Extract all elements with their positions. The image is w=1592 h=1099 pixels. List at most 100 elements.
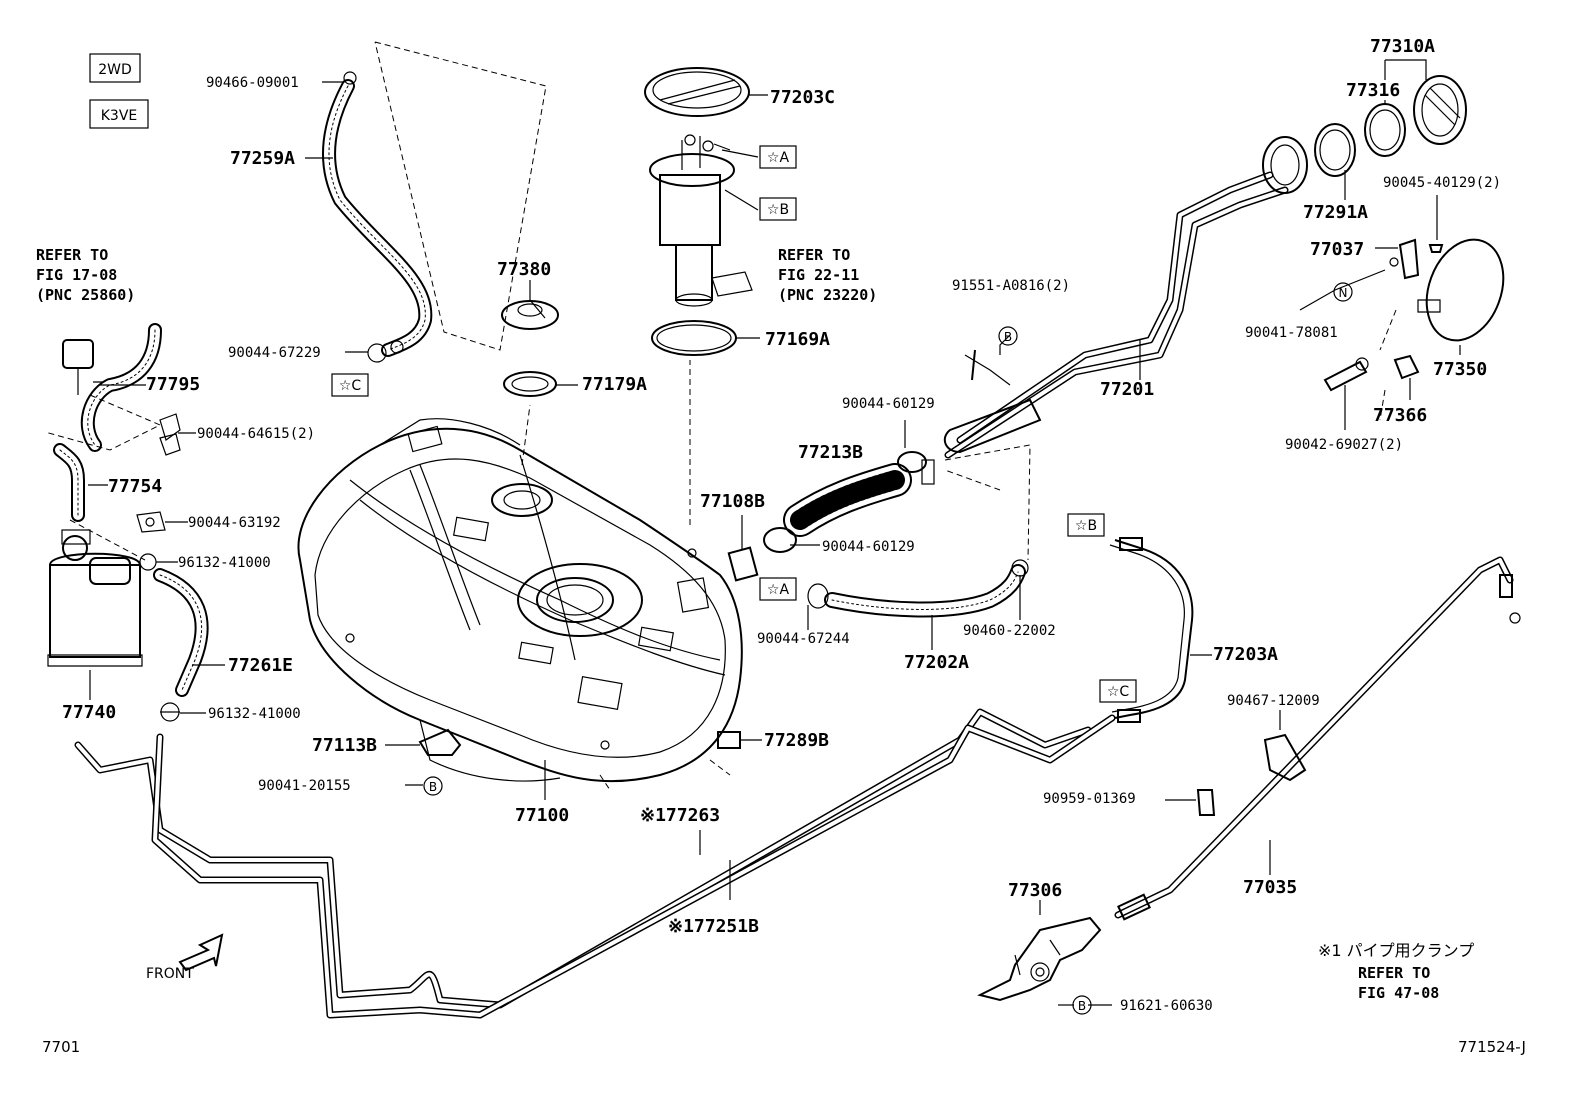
label-90045-40129: 90045-40129(2)	[1383, 175, 1501, 191]
filler-hose[interactable]	[783, 463, 912, 537]
svg-text:N: N	[1339, 286, 1348, 300]
clamp-96132-b[interactable]	[160, 702, 180, 722]
label-77251B: ※177251B	[668, 916, 759, 937]
label-77740: 77740	[62, 702, 116, 723]
label-90467-12009: 90467-12009	[1227, 693, 1320, 709]
front-arrow-icon	[178, 933, 224, 972]
vent-hose-77754[interactable]	[53, 443, 85, 522]
marker-n: N	[1333, 282, 1353, 302]
label-77366: 77366	[1373, 405, 1427, 426]
svg-text:☆B: ☆B	[767, 202, 789, 218]
label-77316: 77316	[1346, 80, 1400, 101]
tag-c-vapor: ☆C	[1099, 679, 1137, 703]
label-77291A: 77291A	[1303, 202, 1368, 223]
label-77203A: 77203A	[1213, 644, 1278, 665]
label-77179A: 77179A	[582, 374, 647, 395]
charcoal-canister[interactable]	[47, 529, 143, 667]
filler-pipe[interactable]	[943, 136, 1308, 459]
vent-dash-outline	[44, 394, 162, 451]
lid-opener-lever[interactable]	[977, 916, 1102, 1002]
cable-clamp-90467[interactable]	[1263, 733, 1307, 782]
fuel-pump-assembly[interactable]	[649, 134, 753, 307]
tank-cap-gasket[interactable]	[503, 371, 557, 397]
tank-strap-clamp-77113B[interactable]	[418, 728, 462, 756]
clamp-96132-a[interactable]	[139, 553, 157, 571]
part-labels: 77310A 77316 77291A 90045-40129(2) 77037…	[62, 36, 1501, 1014]
hose-clamp-lower[interactable]	[763, 527, 797, 553]
fuel-tube-77251B[interactable]	[151, 714, 1116, 1019]
vent-hose-77795[interactable]	[80, 323, 162, 452]
label-77754: 77754	[108, 476, 162, 497]
filler-ring-77291A[interactable]	[1314, 123, 1356, 177]
label-77380: 77380	[497, 259, 551, 280]
cable-clip-90959[interactable]	[1196, 789, 1216, 816]
svg-text:FIG 47-08: FIG 47-08	[1358, 984, 1439, 1002]
tag-b-vapor: ☆B	[1067, 513, 1105, 537]
reference-note-clamp: ※1 パイプ用クランプ REFER TO FIG 47-08	[1318, 941, 1474, 1002]
drive-type-label: 2WD	[98, 62, 132, 78]
label-77201: 77201	[1100, 379, 1154, 400]
lid-hinge-77037[interactable]	[1389, 238, 1420, 280]
lid-screw-90045[interactable]	[1428, 244, 1444, 253]
label-96132-41000-upper: 96132-41000	[178, 555, 271, 571]
label-77795: 77795	[146, 374, 200, 395]
label-77169A: 77169A	[765, 329, 830, 350]
vapor-tube-77203A[interactable]	[1109, 537, 1194, 723]
breather-tube-77202A[interactable]	[807, 559, 1029, 618]
hose-clamp-upper[interactable]	[897, 451, 935, 485]
label-90044-63192: 90044-63192	[188, 515, 281, 531]
label-77108B: 77108B	[700, 491, 765, 512]
figure-code: 7701	[42, 1038, 80, 1056]
svg-text:☆A: ☆A	[767, 582, 790, 598]
svg-text:☆C: ☆C	[1107, 684, 1130, 700]
label-77263: ※177263	[640, 805, 720, 826]
tank-dash-lines	[599, 360, 731, 791]
label-90460-22002: 90460-22002	[963, 623, 1056, 639]
drive-type-box: 2WD	[89, 53, 141, 83]
svg-text:※1 パイプ用クランプ: ※1 パイプ用クランプ	[1318, 941, 1474, 960]
svg-text:☆C: ☆C	[339, 378, 362, 394]
breather-hose[interactable]	[322, 71, 433, 363]
pump-gasket-ring[interactable]	[651, 320, 737, 356]
fuel-lid[interactable]	[1413, 229, 1516, 351]
label-90044-64615: 90044-64615(2)	[197, 426, 315, 442]
clip-90044-63192[interactable]	[136, 511, 166, 533]
tag-a-pump: ☆A	[759, 145, 797, 169]
label-77202A: 77202A	[904, 652, 969, 673]
label-77035: 77035	[1243, 877, 1297, 898]
label-90466-09001: 90466-09001	[206, 75, 299, 91]
lid-opener-cable[interactable]	[1114, 556, 1521, 921]
canister-hose-77261E[interactable]	[153, 568, 209, 697]
label-77289B: 77289B	[764, 730, 829, 751]
label-90044-67244: 90044-67244	[757, 631, 850, 647]
label-91551-A0816: 91551-A0816(2)	[952, 278, 1070, 294]
tag-a-tube: ☆A	[759, 577, 797, 601]
engine-type-label: K3VE	[101, 108, 138, 124]
fuel-sender-cover[interactable]	[644, 67, 750, 117]
leader-lines	[88, 59, 1461, 1006]
svg-text:(PNC 25860): (PNC 25860)	[36, 286, 135, 304]
filler-dash-outline	[944, 444, 1031, 561]
label-90044-67229: 90044-67229	[228, 345, 321, 361]
lid-bumper-77366[interactable]	[1393, 354, 1420, 380]
cap-gasket-77316[interactable]	[1364, 103, 1406, 157]
svg-text:(PNC 23220): (PNC 23220)	[778, 286, 877, 304]
fuel-tank[interactable]	[297, 418, 743, 783]
tank-cap[interactable]	[501, 299, 559, 330]
svg-text:REFER TO: REFER TO	[1358, 964, 1430, 982]
lid-pin-90042[interactable]	[1323, 357, 1369, 392]
reference-note-left: REFER TO FIG 17-08 (PNC 25860)	[36, 246, 135, 304]
drawing-number: 771524-J	[1458, 1038, 1526, 1056]
svg-text:REFER TO: REFER TO	[36, 246, 108, 264]
engine-type-box: K3VE	[89, 99, 149, 129]
fuel-filler-cap[interactable]	[1413, 75, 1467, 145]
reference-note-pump: REFER TO FIG 22-11 (PNC 23220)	[778, 246, 877, 304]
svg-text:B: B	[429, 780, 437, 794]
label-90041-78081: 90041-78081	[1245, 325, 1338, 341]
label-77037: 77037	[1310, 239, 1364, 260]
clip-90044-64615[interactable]	[159, 413, 181, 456]
breather-dash-outline	[374, 41, 547, 351]
label-90042-69027: 90042-69027(2)	[1285, 437, 1403, 453]
grommet-77108B[interactable]	[727, 546, 759, 582]
label-90044-60129-lower: 90044-60129	[822, 539, 915, 555]
